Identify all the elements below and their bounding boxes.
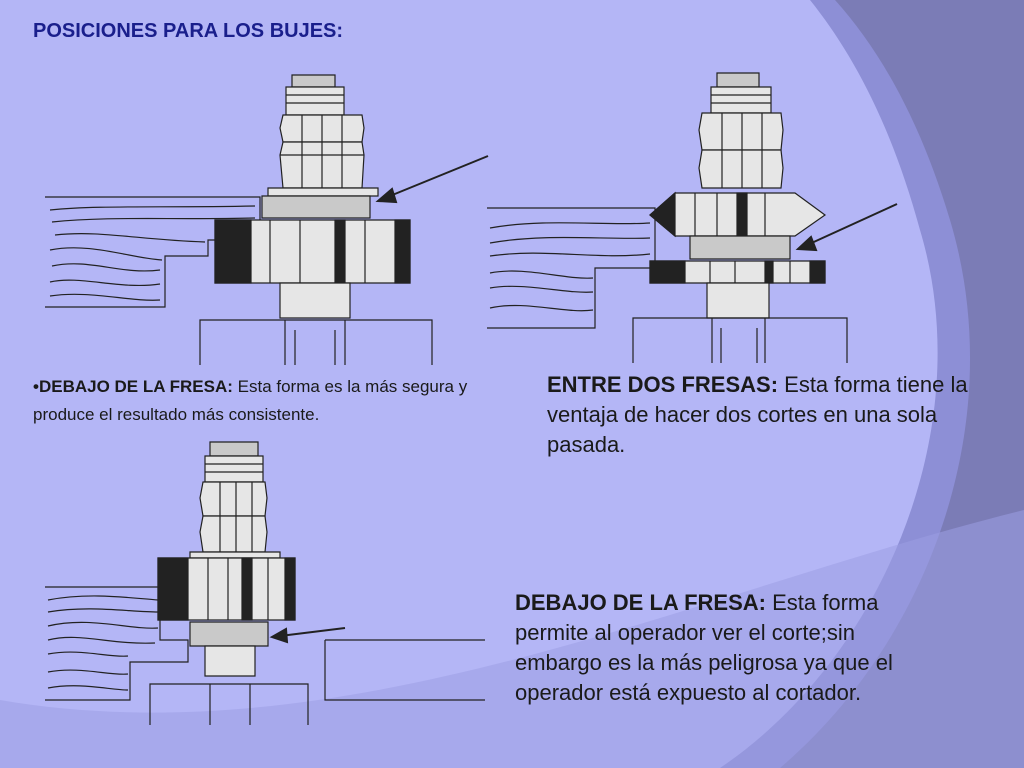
figure-bushing-below-cutter-alt — [40, 440, 490, 730]
caption-below-cutter-alt: DEBAJO DE LA FRESA: Esta forma permite a… — [515, 588, 905, 708]
caption-below-cutter: •DEBAJO DE LA FRESA: Esta forma es la má… — [33, 373, 523, 429]
caption-between-cutters: ENTRE DOS FRESAS: Esta forma tiene la ve… — [547, 370, 997, 460]
caption-label: •DEBAJO DE LA FRESA: — [33, 377, 233, 396]
caption-text: Esta forma tiene la ventaja de hacer dos… — [547, 372, 968, 457]
caption-label: ENTRE DOS FRESAS: — [547, 372, 779, 397]
slide-title: POSICIONES PARA LOS BUJES: — [33, 20, 344, 42]
figure-bushing-below-cutter — [40, 70, 500, 370]
caption-text: Esta forma es la más segura y produce el… — [33, 377, 468, 424]
figure-bushing-between-cutters — [485, 68, 905, 368]
caption-text: Esta forma permite al operador ver el co… — [515, 590, 893, 705]
caption-label: DEBAJO DE LA FRESA: — [515, 590, 766, 615]
